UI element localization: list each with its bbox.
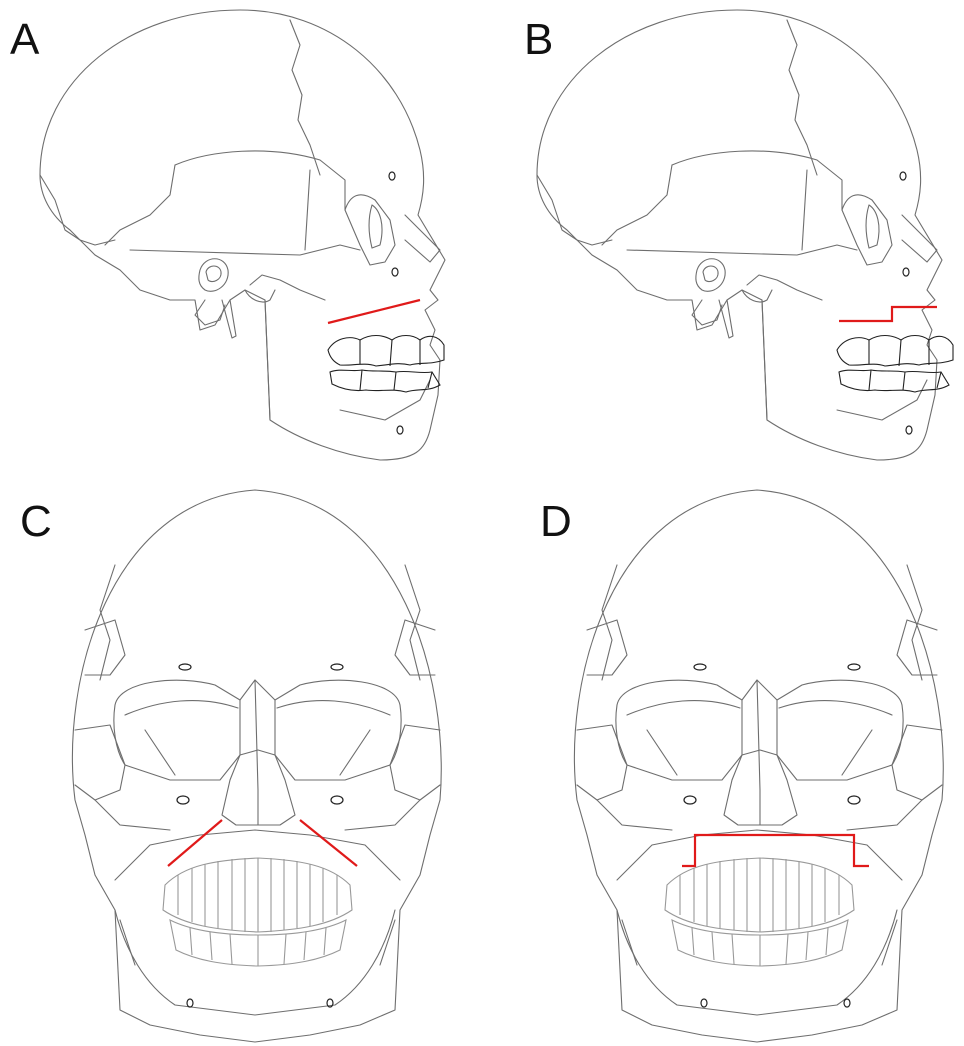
panel-c: C: [0, 480, 482, 1046]
skull-outline-lateral: [40, 10, 445, 460]
teeth-frontal: [163, 858, 352, 966]
frontal-skull-illustration: [482, 480, 964, 1046]
panel-label-a: A: [10, 18, 39, 62]
teeth-frontal: [665, 858, 854, 966]
foramina-lateral: [389, 172, 403, 434]
panel-label-c: C: [20, 500, 52, 544]
osteotomy-cut-line-stepped: [682, 835, 869, 866]
osteotomy-cut-line-right: [300, 820, 357, 866]
skull-outline-lateral: [537, 10, 942, 460]
skull-outline-frontal: [72, 490, 441, 1042]
panel-d: D: [482, 480, 964, 1046]
skull-outline-frontal: [574, 490, 943, 1042]
frontal-skull-illustration: [0, 480, 482, 1046]
panel-label-d: D: [540, 500, 572, 544]
panel-label-b: B: [524, 18, 553, 62]
lateral-skull-illustration: [482, 0, 964, 480]
panel-b: B: [482, 0, 964, 480]
panel-a: A: [0, 0, 482, 480]
foramina-lateral: [900, 172, 912, 434]
osteotomy-cut-line: [328, 300, 420, 323]
lateral-skull-illustration: [0, 0, 482, 480]
teeth-lateral: [328, 336, 444, 393]
osteotomy-cut-line-left: [168, 820, 222, 866]
